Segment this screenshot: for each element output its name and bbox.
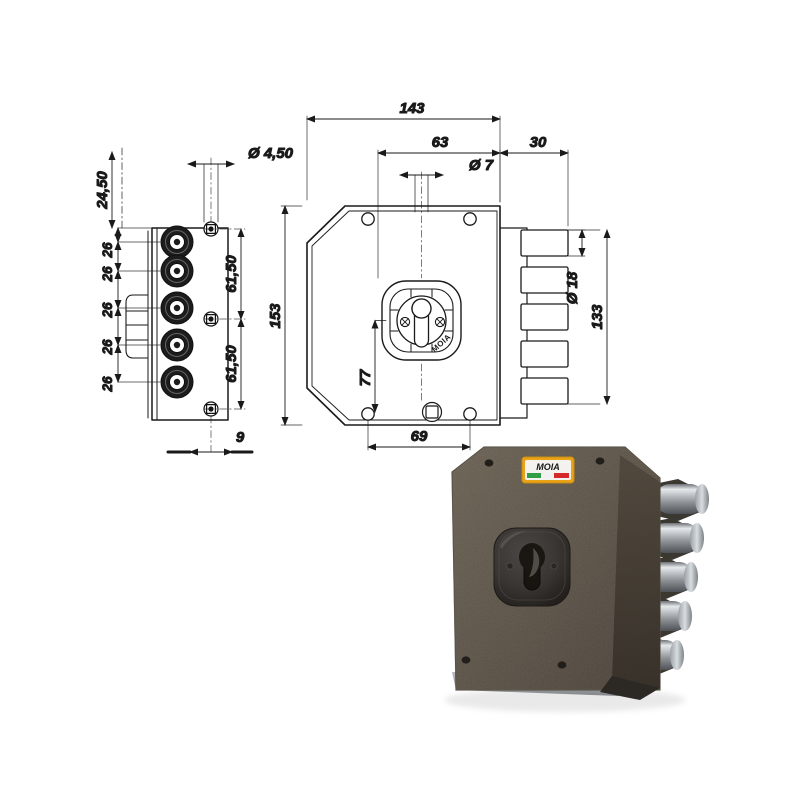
dim-dia-7: Ø 7 [399,157,494,213]
photo-cylinder-cover [493,527,571,607]
photo-cylinder-screw-right [550,562,558,570]
dim-133: 133 [589,229,611,405]
front-bolt-slot-2 [520,266,569,294]
dim-label-61-50-top: 61,50 [223,255,240,293]
front-cylinder-group: MOIA [381,280,462,361]
label-swatch-white [543,473,552,478]
front-view-group: MOIA [267,100,611,451]
side-bolt-3 [160,291,194,325]
photo-screw-hole-br [557,661,567,669]
product-photo-group: MOIA [445,446,709,712]
dim-30: 30 [499,134,569,157]
front-bolt-slot-1 [520,229,569,257]
photo-screw-hole-tl [484,459,494,467]
photo-body-bevel [451,446,661,691]
dim-77: 77 [357,319,387,413]
side-bolt-5 [160,365,194,399]
photo-brand-label: MOIA [521,456,575,484]
front-body-outline [306,205,501,426]
dim-61-50-lower: 61,50 [223,318,245,410]
dim-24-50: 24,50 [94,151,116,229]
dim-label-77: 77 [357,369,374,386]
dim-label-9: 9 [236,429,245,446]
dim-label-26-b: 26 [100,266,115,283]
cylinder-screw-left [399,316,411,328]
dim-63: 63 [377,134,501,157]
photo-body-bottom-wedge [600,676,660,700]
dim-label-26-a: 26 [100,242,115,259]
photo-brand-label-text: MOIA [536,462,560,472]
front-mounting-hole-tr [463,212,477,226]
dim-label-dia-7: Ø 7 [469,157,494,174]
dim-label-26-d: 26 [100,339,115,356]
side-bolt-extension-lines [117,227,173,383]
photo-screw-hole-bl [461,656,471,664]
dim-26-chain: 26 26 26 26 26 [100,227,122,393]
dim-label-dia-18: Ø 18 [564,271,581,304]
dim-61-50-upper: 61,50 [223,228,245,320]
dim-69: 69 [367,428,471,451]
dim-label-30: 30 [530,134,547,151]
cylinder-keyway-top [411,298,432,319]
front-bolt-slot-4 [520,340,569,368]
front-bolt-slot-5 [520,377,569,405]
front-spindle-square [421,401,443,423]
side-bolt-2 [160,254,194,288]
side-keep-block [125,294,149,359]
side-bolt-group [160,225,194,399]
dim-dia-4-50: Ø 4,50 [187,145,294,223]
front-bolt-slot-3 [520,303,569,331]
cylinder-rosette-notches [389,288,454,353]
side-view-group: 24,50 Ø 4,50 [94,145,294,456]
photo-cylinder-screw-left [506,562,514,570]
dim-label-63: 63 [432,134,449,151]
dim-label-69: 69 [411,428,428,445]
dim-label-61-50-bottom: 61,50 [223,345,240,383]
cylinder-screw-right [434,316,446,328]
label-swatch-red [554,473,569,478]
photo-screw-hole-tr [595,457,605,465]
side-bolt-4 [160,328,194,362]
dim-9: 9 [166,429,254,456]
front-body-inner-outline [311,210,498,421]
dim-label-24-50: 24,50 [94,171,111,210]
photo-keyway-highlight [529,548,540,577]
dim-label-dia-4-50: Ø 4,50 [248,145,294,162]
side-plate-outline [151,227,229,421]
photo-keyway-barrel [519,543,545,571]
dim-label-26-c: 26 [100,302,115,319]
dim-label-133: 133 [589,304,606,330]
label-swatch-green [527,473,541,478]
dim-label-26-e: 26 [100,376,115,393]
dim-label-143: 143 [399,100,425,117]
front-bolt-slot-group [520,229,569,405]
front-mounting-hole-tl [361,212,375,226]
front-mounting-hole-bl [361,407,375,421]
dim-153: 153 [267,205,289,426]
photo-cylinder-highlight [500,531,526,549]
dim-dia-18: Ø 18 [564,229,586,305]
photo-screw-hole-group [461,457,605,669]
photo-body-right-band [612,455,660,688]
dim-label-153: 153 [267,303,284,329]
dim-143: 143 [306,100,501,123]
front-mounting-hole-br [463,407,477,421]
side-bolt-1 [160,225,194,259]
